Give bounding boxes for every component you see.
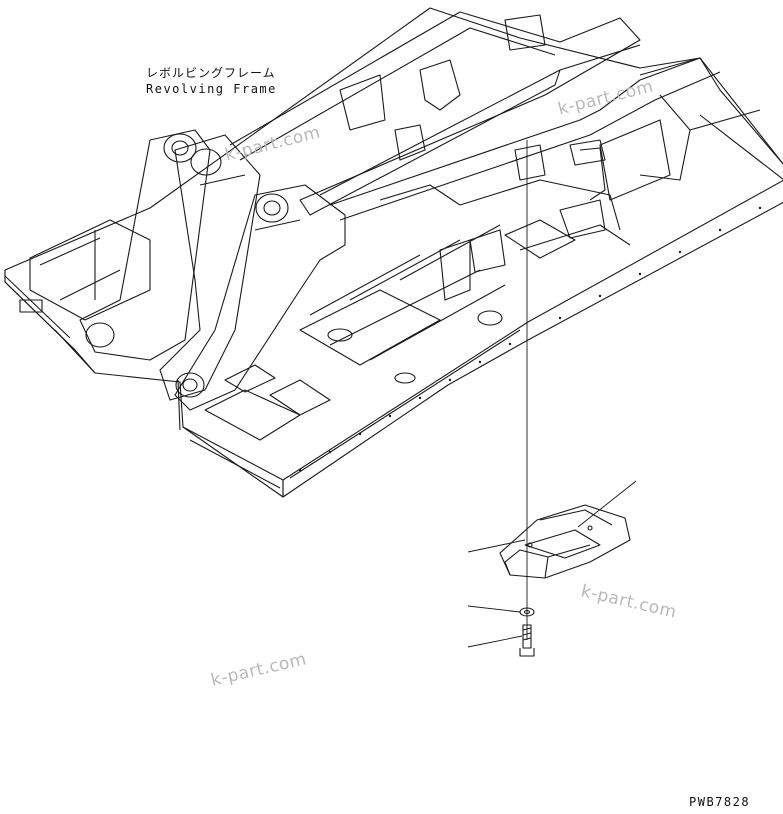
leader-line-bolt — [467, 635, 523, 648]
frame-name-en: Revolving Frame — [146, 82, 277, 96]
leader-line-cover-upper — [577, 480, 637, 528]
cover-plate — [499, 504, 631, 579]
drawing-number: PWB7828 — [689, 795, 751, 809]
frame-rivets — [298, 206, 762, 472]
frame-name-jp: レボルビングフレーム — [146, 66, 276, 80]
leader-line-washer — [467, 605, 521, 613]
bolt — [519, 624, 535, 657]
revolving-frame — [4, 7, 783, 498]
leader-lines — [467, 480, 637, 648]
leader-line-cover-lower — [467, 539, 526, 553]
